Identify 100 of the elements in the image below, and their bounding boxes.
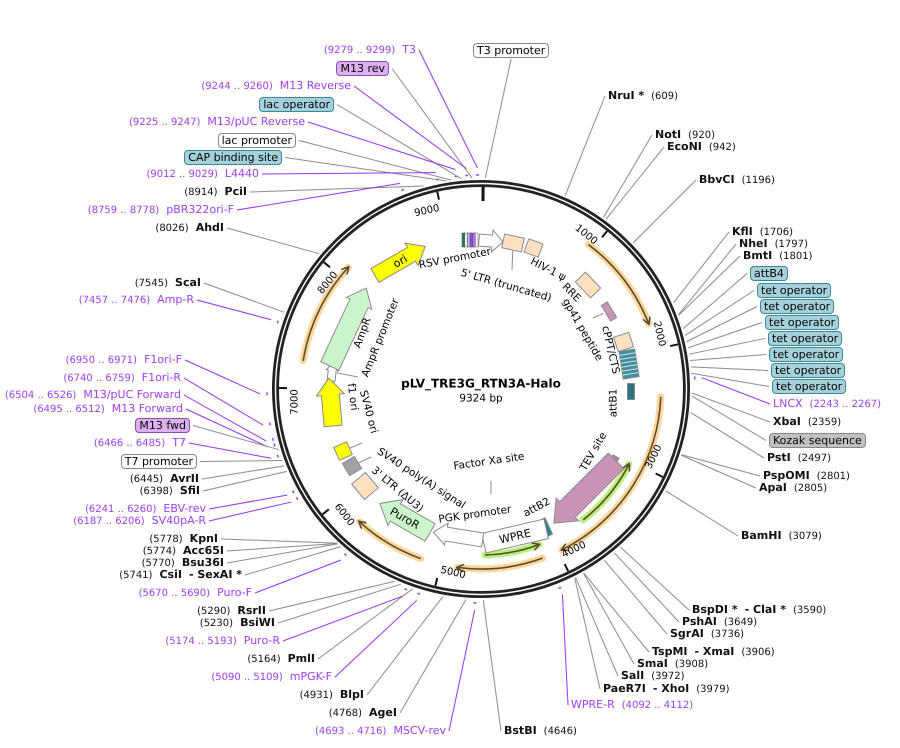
leader-line xyxy=(202,465,285,480)
feature-label: tet operator xyxy=(769,347,844,362)
leader-line xyxy=(226,542,338,552)
feature-label: CAP binding site xyxy=(184,150,282,165)
primer-name: mPGK-F xyxy=(290,670,332,683)
position-label: (9279 .. 9299) xyxy=(324,44,396,57)
leader-line xyxy=(358,456,372,464)
leader-line xyxy=(392,68,473,179)
position-label: (4768) xyxy=(328,707,362,720)
leader-line xyxy=(354,86,467,169)
leader-line xyxy=(604,560,668,634)
position-label: (4931) xyxy=(300,689,333,702)
position-label: (4092 .. 4112) xyxy=(622,699,694,712)
feature-label: tet operator xyxy=(772,379,846,394)
leader-line xyxy=(244,546,342,576)
leader-line xyxy=(691,392,770,422)
enzyme-name: SalI xyxy=(621,669,644,682)
feature-label: lac promoter xyxy=(218,133,296,148)
leader-line xyxy=(262,172,437,174)
leader-line xyxy=(690,412,764,458)
leader-line xyxy=(196,300,272,320)
leader-line xyxy=(208,494,288,510)
primer-name: Amp-R xyxy=(157,293,194,306)
feature-label: f1 ori xyxy=(344,382,360,412)
primer-name: EBV-rev xyxy=(163,502,206,515)
leader-line xyxy=(484,58,512,179)
leader-line xyxy=(574,578,600,690)
leader-line xyxy=(686,306,758,342)
leader-line xyxy=(603,134,652,218)
position-label: (2359) xyxy=(808,416,842,429)
enzyme-name: PstI xyxy=(767,451,791,464)
size-label: 9324 bp xyxy=(459,392,503,406)
feature-label: attB4 xyxy=(750,266,788,281)
primer-name: WPRE-R xyxy=(571,698,615,711)
leader-line xyxy=(583,572,634,664)
enzyme-name: AgeI xyxy=(369,706,397,719)
leader-line xyxy=(318,588,414,660)
enzyme-name: EcoNI xyxy=(667,140,702,153)
leader-line xyxy=(278,584,402,624)
leader-line xyxy=(400,598,466,714)
feature-label: attB1 xyxy=(608,388,620,418)
position-label: (5770) xyxy=(142,557,175,570)
enzyme-name: TspMI xyxy=(652,645,688,658)
position-label: (1801) xyxy=(779,250,812,263)
enzyme-name: PshAI xyxy=(682,615,717,628)
position-label: (6445) xyxy=(130,473,164,486)
leader-line xyxy=(334,600,418,678)
leader-line xyxy=(184,360,261,394)
leader-line xyxy=(620,546,690,610)
leader-line xyxy=(204,282,285,313)
feature-label: tet operator xyxy=(757,283,832,298)
position-label: (3979) xyxy=(696,683,730,696)
primer-name: M13 Reverse xyxy=(280,79,351,92)
feature-label: T3 promoter xyxy=(473,43,550,58)
position-label: (2801) xyxy=(816,470,850,483)
primer-name: MSCV-rev xyxy=(393,724,446,737)
leader-line xyxy=(366,596,444,696)
leader-line xyxy=(678,244,736,316)
primer-name: Puro-F xyxy=(217,586,252,599)
enzyme-name: BspDI * xyxy=(692,603,738,616)
position-label: (4693 .. 4716) xyxy=(315,725,386,738)
enzyme-name: ApaI xyxy=(759,481,787,494)
enzyme-name: BamHI xyxy=(741,529,782,542)
scale-label: 5000 xyxy=(438,564,467,582)
feature-label: Kozak sequence xyxy=(769,433,866,448)
position-label: (6504 .. 6526) xyxy=(4,389,76,402)
position-label: (9244 .. 9260) xyxy=(201,80,273,93)
position-label: (9012 .. 9029) xyxy=(146,168,218,181)
leader-line xyxy=(250,186,424,192)
leader-line xyxy=(202,470,288,492)
primer-name: M13/pUC Forward xyxy=(83,388,181,401)
leader-line xyxy=(606,146,664,220)
position-label: (5778) xyxy=(149,533,183,546)
position-label: (609) xyxy=(651,90,678,103)
position-label: (6740 .. 6759) xyxy=(63,372,135,385)
position-label: (5290) xyxy=(197,605,230,618)
position-label: (3736) xyxy=(710,628,744,641)
leader-line xyxy=(701,377,770,404)
leader-line xyxy=(665,490,738,536)
position-label: (6495 .. 6512) xyxy=(33,403,105,416)
feature-label: T7 promoter xyxy=(120,454,197,469)
leader-line xyxy=(691,395,766,441)
enzyme-name: - ClaI * xyxy=(744,603,786,616)
position-label: (1797) xyxy=(774,238,808,251)
primer-name: pBR322ori-F xyxy=(166,203,234,216)
position-label: (3079) xyxy=(788,530,822,543)
leader-line xyxy=(282,595,404,642)
feature-label: tet operator xyxy=(771,363,846,378)
leader-line xyxy=(418,50,478,169)
leader-line xyxy=(298,140,452,181)
position-label: (6398) xyxy=(140,485,173,498)
enzyme-name: Bsu36I xyxy=(182,556,224,569)
position-label: (6187 .. 6206) xyxy=(73,515,145,528)
position-label: (5670 .. 5690) xyxy=(138,587,210,600)
position-label: (8914) xyxy=(184,186,218,199)
leader-line xyxy=(680,454,756,488)
leader-line xyxy=(226,543,338,564)
leader-line xyxy=(575,577,618,676)
position-label: (7545) xyxy=(134,277,168,290)
primer-name: L4440 xyxy=(224,167,259,180)
